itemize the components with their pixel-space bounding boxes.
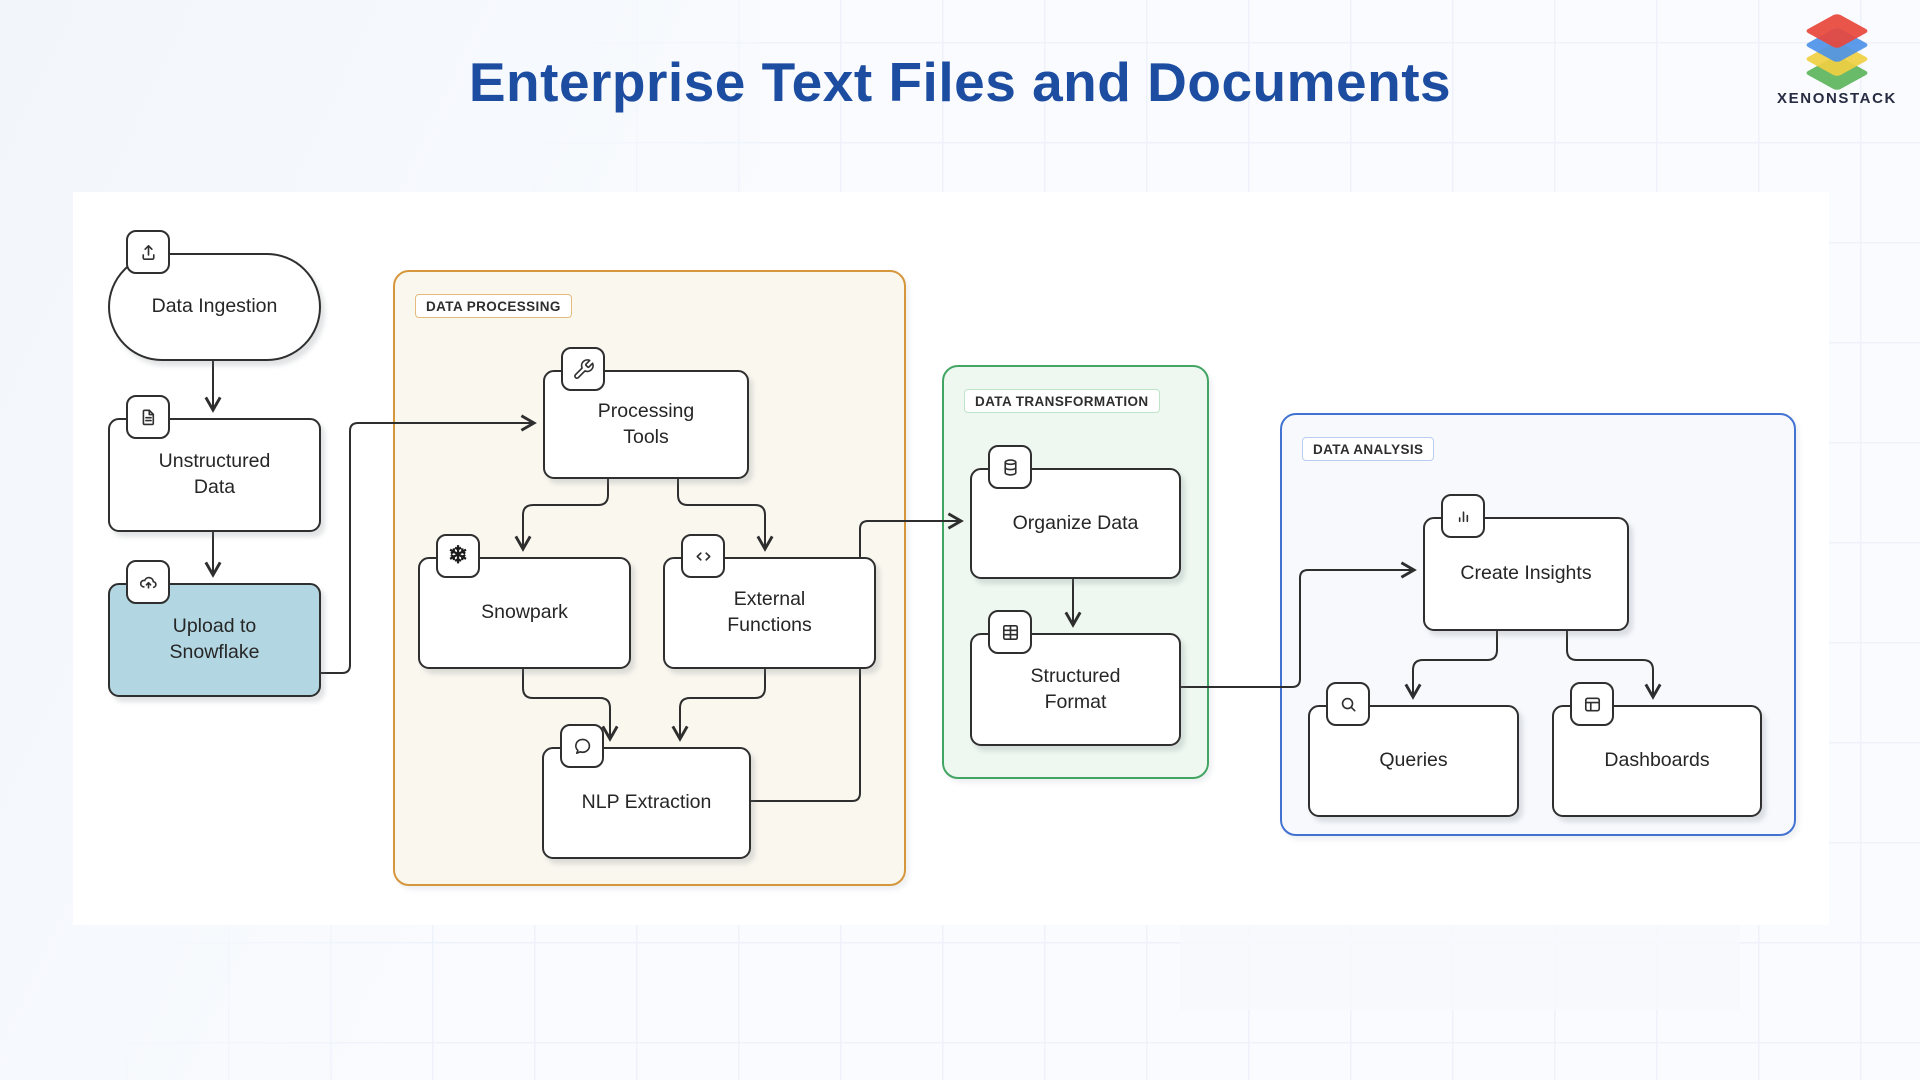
logo-wordmark: XENONSTACK xyxy=(1777,90,1897,107)
node-create-insights: Create Insights xyxy=(1423,494,1629,631)
node-upload-to-snowflake: Upload to Snowflake xyxy=(108,560,321,697)
node-dashboards: Dashboards xyxy=(1552,682,1762,817)
node-label: External Functions xyxy=(727,588,812,636)
bar-chart-icon xyxy=(1441,494,1485,538)
table-icon xyxy=(988,610,1032,654)
group-label-data-transformation: DATA TRANSFORMATION xyxy=(964,389,1160,413)
layout-icon xyxy=(1570,682,1614,726)
node-label: Create Insights xyxy=(1460,562,1592,585)
node-label: Data Ingestion xyxy=(151,295,278,318)
node-data-ingestion: Data Ingestion xyxy=(108,230,321,361)
node-label: NLP Extraction xyxy=(581,791,712,814)
group-label-data-processing: DATA PROCESSING xyxy=(415,294,572,318)
group-label-data-analysis: DATA ANALYSIS xyxy=(1302,437,1435,461)
node-label: Queries xyxy=(1379,749,1448,772)
node-label: Structured Format xyxy=(1030,664,1121,713)
node-queries: Queries xyxy=(1308,682,1519,817)
node-label: Dashboards xyxy=(1604,749,1710,772)
chat-icon xyxy=(560,724,604,768)
page-title: Enterprise Text Files and Documents xyxy=(468,51,1452,113)
node-label: Organize Data xyxy=(1012,511,1139,534)
node-structured-format: Structured Format xyxy=(970,610,1181,746)
node-label: Unstructured Data xyxy=(158,450,271,498)
background-tint xyxy=(1180,920,1740,1010)
upload-icon xyxy=(126,230,170,274)
node-unstructured-data: Unstructured Data xyxy=(108,395,321,532)
node-organize-data: Organize Data xyxy=(970,445,1181,579)
database-icon xyxy=(988,445,1032,489)
logo-layers-icon xyxy=(1770,8,1904,91)
search-icon xyxy=(1326,682,1370,726)
cloud-upload-icon xyxy=(126,560,170,604)
node-snowpark: ❄ Snowpark xyxy=(418,534,631,669)
node-external-functions: External Functions xyxy=(663,534,876,669)
node-nlp-extraction: NLP Extraction xyxy=(542,724,751,859)
node-processing-tools: Processing Tools xyxy=(543,347,749,479)
node-label: Snowpark xyxy=(481,601,568,624)
node-label: Processing Tools xyxy=(597,399,695,448)
code-icon xyxy=(681,534,725,578)
node-label: Upload to Snowflake xyxy=(169,615,260,663)
wrench-icon xyxy=(561,347,605,391)
file-text-icon xyxy=(126,395,170,439)
snowflake-icon: ❄ xyxy=(436,534,480,578)
xenonstack-logo: XENONSTACK xyxy=(1770,8,1904,107)
